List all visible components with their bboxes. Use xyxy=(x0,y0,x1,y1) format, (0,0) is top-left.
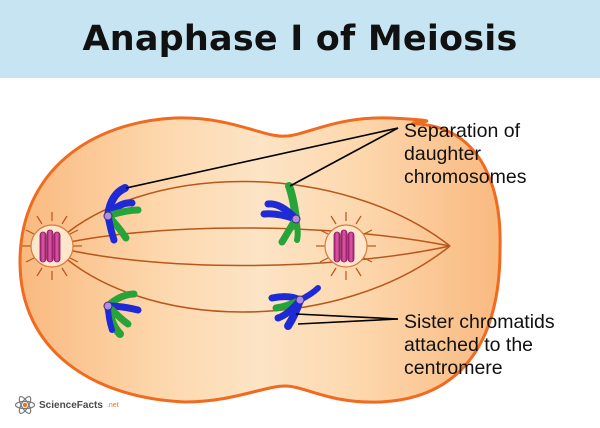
page-title: Anaphase I of Meiosis xyxy=(82,19,518,59)
label-line: Sister chromatids xyxy=(404,311,555,333)
label-line: chromosomes xyxy=(404,166,527,188)
label-line: daughter xyxy=(404,143,481,165)
cell-membrane xyxy=(18,116,502,404)
sciencefacts-logo: ScienceFacts.net xyxy=(14,394,119,416)
label-line: attached to the xyxy=(404,334,534,356)
label-sister-chromatids: Sister chromatids attached to the centro… xyxy=(404,311,555,380)
left-centriole xyxy=(22,212,82,280)
chromosome-top-right xyxy=(260,182,301,246)
label-line: Separation of xyxy=(404,120,521,142)
chromosome-top-left xyxy=(103,184,142,244)
label-line: centromere xyxy=(404,357,503,379)
logo-tld: .net xyxy=(106,401,119,409)
right-centriole xyxy=(316,212,376,280)
leader-lines-separation xyxy=(125,127,399,189)
chromosome-bottom-left xyxy=(103,290,142,338)
atom-icon xyxy=(14,395,36,415)
leader-lines-sister xyxy=(295,313,399,325)
title-banner: Anaphase I of Meiosis xyxy=(0,0,600,78)
chromosome-bottom-right xyxy=(268,285,321,330)
logo-wordmark: ScienceFacts xyxy=(39,399,103,411)
label-separation-of-daughter-chromosomes: Separation of daughter chromosomes xyxy=(404,120,526,189)
spindle-fibers xyxy=(51,180,451,313)
